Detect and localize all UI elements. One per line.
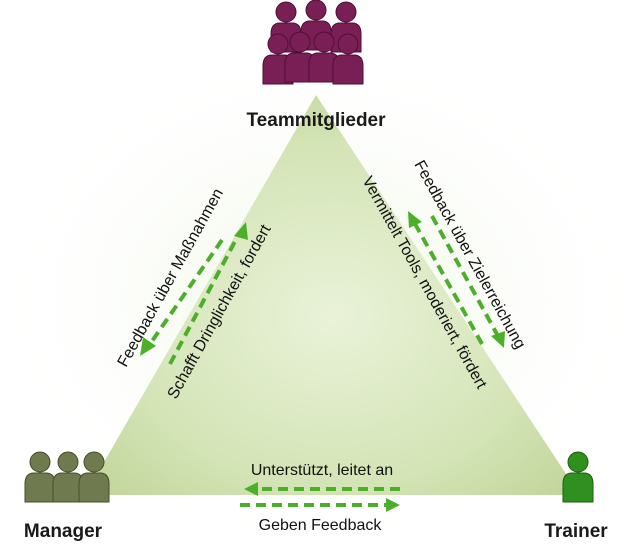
manager-label: Manager <box>24 521 103 542</box>
bottom-edge-arrows <box>240 487 400 507</box>
arrow-tools <box>412 221 484 345</box>
arrowhead-feedback <box>386 498 400 512</box>
right-edge-arrows <box>412 215 500 345</box>
arrow-feedback-measures <box>148 238 224 346</box>
team-members-label: Teammitglieder <box>246 110 386 131</box>
left-edge-arrows <box>148 231 242 365</box>
team-members-icon <box>262 0 364 85</box>
arrowhead-tools <box>408 211 422 228</box>
relationship-triangle <box>85 95 580 495</box>
arrow-goal-feedback <box>430 215 500 337</box>
trainer-label: Trainer <box>544 521 608 542</box>
arrowhead-goal-feedback <box>491 331 505 348</box>
manager-icon <box>24 451 110 503</box>
label-give-feedback: Geben Feedback <box>259 517 383 534</box>
arrowhead-support <box>244 482 258 496</box>
arrowhead-feedback-measures <box>140 337 156 356</box>
arrowhead-urgency <box>234 222 248 240</box>
arrow-urgency <box>168 231 242 365</box>
label-support: Unterstützt, leitet an <box>251 462 393 479</box>
